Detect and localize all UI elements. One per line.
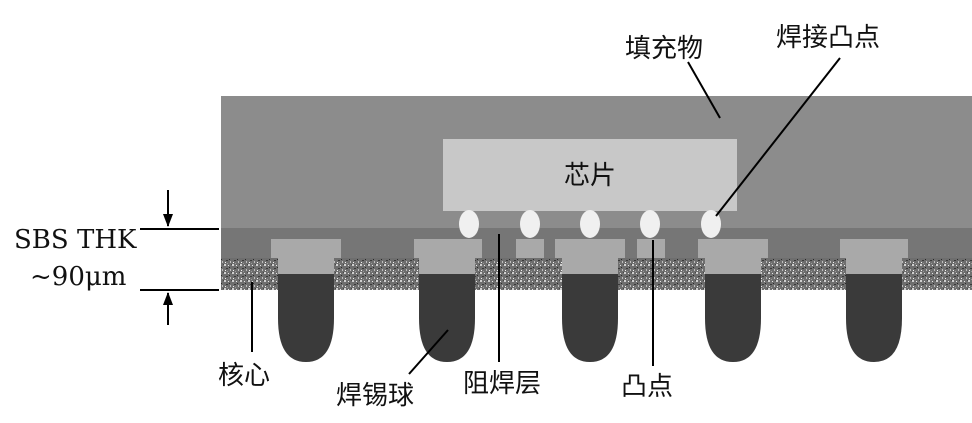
solder-resist-label: 阻焊层 bbox=[463, 369, 541, 399]
chip-label: 芯片 bbox=[564, 161, 616, 191]
core-label: 核心 bbox=[218, 361, 270, 391]
solder-ball bbox=[278, 272, 334, 362]
thickness-dimension bbox=[140, 190, 219, 325]
thickness-value-label: ~90μm bbox=[30, 262, 126, 292]
solder-bump-label: 焊接凸点 bbox=[776, 23, 880, 53]
ball-pad-neck bbox=[562, 256, 618, 274]
underfill-label: 填充物 bbox=[625, 34, 703, 64]
solder-balls bbox=[271, 239, 908, 362]
ball-pad-neck bbox=[278, 256, 334, 274]
ball-pad bbox=[271, 239, 341, 258]
bump bbox=[580, 210, 600, 238]
bump bbox=[459, 210, 479, 238]
ball-pad bbox=[414, 239, 482, 258]
underfill-leader bbox=[687, 61, 721, 119]
bump-pads bbox=[516, 239, 665, 258]
bump bbox=[520, 210, 540, 238]
bump bbox=[701, 210, 721, 238]
sbs-thk-label: SBS THK bbox=[14, 225, 137, 255]
ball-pad bbox=[555, 239, 625, 258]
solder-ball bbox=[846, 272, 902, 362]
bump-pad bbox=[637, 239, 665, 258]
bump-row bbox=[459, 210, 721, 238]
bump-pad bbox=[516, 239, 544, 258]
ball-pad-neck bbox=[419, 256, 475, 274]
solder-ball bbox=[705, 272, 761, 362]
ball-pad-neck bbox=[846, 256, 902, 274]
ball-pad-neck bbox=[705, 256, 761, 274]
solder-ball bbox=[562, 272, 618, 362]
solder-ball-label: 焊锡球 bbox=[336, 381, 414, 411]
ball-pad bbox=[698, 239, 768, 258]
bump bbox=[640, 210, 660, 238]
chip bbox=[443, 139, 737, 211]
solder-bump-leader bbox=[715, 57, 841, 217]
solder-ball bbox=[419, 272, 475, 362]
ball-pad bbox=[840, 239, 908, 258]
bump-label: 凸点 bbox=[621, 372, 673, 402]
solder-ball-leader bbox=[408, 329, 449, 375]
